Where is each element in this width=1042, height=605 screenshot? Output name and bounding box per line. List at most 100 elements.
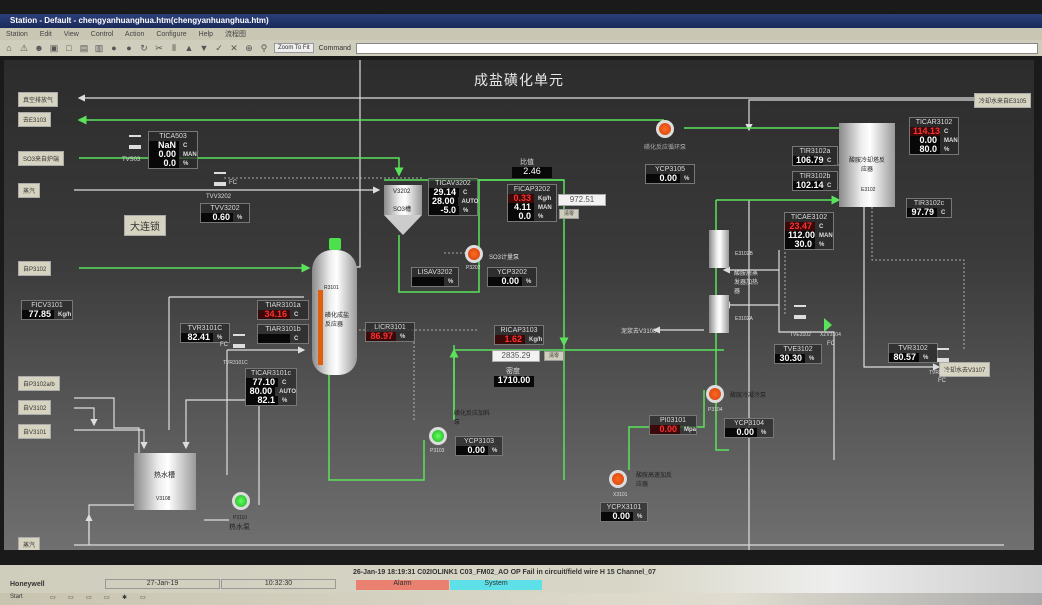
- zoom-select[interactable]: Zoom To Fit: [274, 43, 314, 53]
- acknowledge-icon[interactable]: ✓: [215, 43, 223, 53]
- tag-steam-bottom[interactable]: 蒸汽: [18, 537, 41, 550]
- command-input[interactable]: [355, 42, 1038, 54]
- taskbar-app-icon[interactable]: ▭: [104, 595, 110, 601]
- pump-p3104-icon[interactable]: [706, 385, 724, 403]
- faceplate-lisav3202[interactable]: LISAV3202 %: [411, 267, 459, 287]
- taskbar-app-icon[interactable]: ▭: [50, 595, 56, 601]
- brand-logo: Honeywell: [10, 581, 45, 588]
- detail-icon[interactable]: ▤: [79, 43, 89, 53]
- tag-vacuum-exhaust[interactable]: 真空排放气: [18, 92, 59, 107]
- menu-help[interactable]: Help: [198, 31, 214, 38]
- refresh-icon[interactable]: ↻: [140, 43, 148, 53]
- cut-icon[interactable]: ✂: [155, 43, 163, 53]
- faceplate-ycp3103[interactable]: YCP3103 0.00%: [455, 436, 503, 456]
- tank-v3202[interactable]: [384, 185, 422, 215]
- tank-v3108[interactable]: [134, 453, 196, 510]
- valve-icon[interactable]: [233, 334, 245, 348]
- faceplate-tve3102[interactable]: TVE3102 30.30%: [774, 344, 822, 364]
- zoom-in-icon[interactable]: ⊕: [245, 43, 253, 53]
- menu-view[interactable]: View: [63, 31, 79, 38]
- value: 106.79: [793, 156, 824, 165]
- tag-name: TICA503: [159, 133, 187, 140]
- alarm-icon[interactable]: ⚠: [19, 43, 29, 53]
- menu-action[interactable]: Action: [124, 31, 145, 38]
- tag-from-e3105[interactable]: 冷却水来自E3105: [974, 93, 1032, 108]
- faceplate-tiar3101b[interactable]: TIAR3101b C: [257, 324, 309, 344]
- home-icon[interactable]: ⌂: [6, 43, 12, 53]
- pump-x3101-icon[interactable]: [609, 470, 627, 488]
- page-icon[interactable]: □: [66, 43, 72, 53]
- system-button[interactable]: System: [450, 580, 542, 590]
- cancel-icon[interactable]: ✕: [230, 43, 238, 53]
- start-button[interactable]: Start: [10, 594, 23, 600]
- tag-from-p3102ab[interactable]: 自P3102a/b: [18, 376, 60, 391]
- faceplate-tvr3102[interactable]: TVR3102 80.57%: [888, 343, 938, 363]
- faceplate-ycp3202[interactable]: YCP3202 0.00%: [487, 267, 537, 287]
- menu-flowchart[interactable]: 流程图: [225, 31, 246, 38]
- tag-to-e3103[interactable]: 去E3103: [18, 112, 52, 127]
- tag-to-v3107[interactable]: 冷却水去V3107: [939, 362, 991, 377]
- raise-icon[interactable]: ▲: [184, 43, 194, 53]
- pump-p3202-icon[interactable]: [465, 245, 483, 263]
- menu-station[interactable]: Station: [6, 31, 28, 38]
- tag-steam-top[interactable]: 蒸汽: [18, 183, 41, 198]
- interlock-button[interactable]: 大连锁: [124, 215, 166, 236]
- valve-icon[interactable]: [214, 172, 226, 186]
- taskbar-app-icon[interactable]: ▭: [140, 595, 146, 601]
- agitator-icon[interactable]: [329, 238, 341, 250]
- reactor-e3102[interactable]: [839, 123, 895, 207]
- tag-so3-from-furnace[interactable]: SO3来自炉端: [18, 151, 65, 166]
- pump-x3101-name: 酸胺高速加反应器: [636, 473, 673, 488]
- pump-p3105-icon[interactable]: [656, 120, 674, 138]
- exchanger-e3102b[interactable]: [709, 230, 729, 268]
- solenoid-valve-icon[interactable]: [824, 318, 832, 332]
- forward-icon[interactable]: ●: [126, 43, 132, 53]
- faceplate-ycp3104[interactable]: YCP3104 0.00%: [724, 418, 774, 438]
- taskbar-app-icon[interactable]: ▭: [86, 595, 92, 601]
- reset-button[interactable]: 清零: [544, 351, 564, 361]
- valve-icon[interactable]: [129, 135, 141, 149]
- trend-icon[interactable]: ⫴: [172, 43, 176, 53]
- faceplate-tvr3101c[interactable]: TVR3101C 82.41%: [180, 323, 230, 343]
- pump-p3110-icon[interactable]: [232, 492, 250, 510]
- operator-icon[interactable]: ☻: [34, 43, 44, 53]
- menu-control[interactable]: Control: [90, 31, 114, 38]
- search-icon[interactable]: ⚲: [260, 43, 268, 53]
- valve-icon[interactable]: [794, 305, 806, 319]
- menu-edit[interactable]: Edit: [39, 31, 52, 38]
- display-icon[interactable]: ▣: [49, 43, 59, 53]
- alarm-message[interactable]: 26-Jan-19 18:19:31 C02IOLINK1 C03_FM02_A…: [353, 569, 656, 576]
- alarm-button[interactable]: Alarm: [356, 580, 449, 590]
- pump-p3103-icon[interactable]: [429, 427, 447, 445]
- menu-configure[interactable]: Configure: [156, 31, 187, 38]
- valve-icon[interactable]: [937, 348, 949, 362]
- faceplate-tvv3202[interactable]: TVV3202 0.60%: [200, 203, 250, 223]
- tag-from-p3102[interactable]: 自P3102: [18, 261, 52, 276]
- unit: %: [761, 429, 767, 436]
- faceplate-ycpx3101[interactable]: YCPX3101 0.00%: [600, 502, 648, 522]
- reset-button[interactable]: 清零: [559, 209, 579, 219]
- taskbar-station-icon[interactable]: ✱: [122, 595, 128, 601]
- lower-icon[interactable]: ▼: [199, 43, 209, 53]
- tag-from-v3102[interactable]: 自V3102: [18, 400, 52, 415]
- tag-from-v3101[interactable]: 自V3101: [18, 424, 52, 439]
- back-icon[interactable]: ●: [111, 43, 117, 53]
- faceplate-licr3101[interactable]: LICR3101 86.97%: [365, 322, 415, 342]
- exchanger-e3102a[interactable]: [709, 295, 729, 333]
- faceplate-ycp3105[interactable]: YCP3105 0.00%: [645, 164, 695, 184]
- group-icon[interactable]: ▥: [94, 43, 104, 53]
- taskbar-app-icon[interactable]: ▭: [68, 595, 74, 601]
